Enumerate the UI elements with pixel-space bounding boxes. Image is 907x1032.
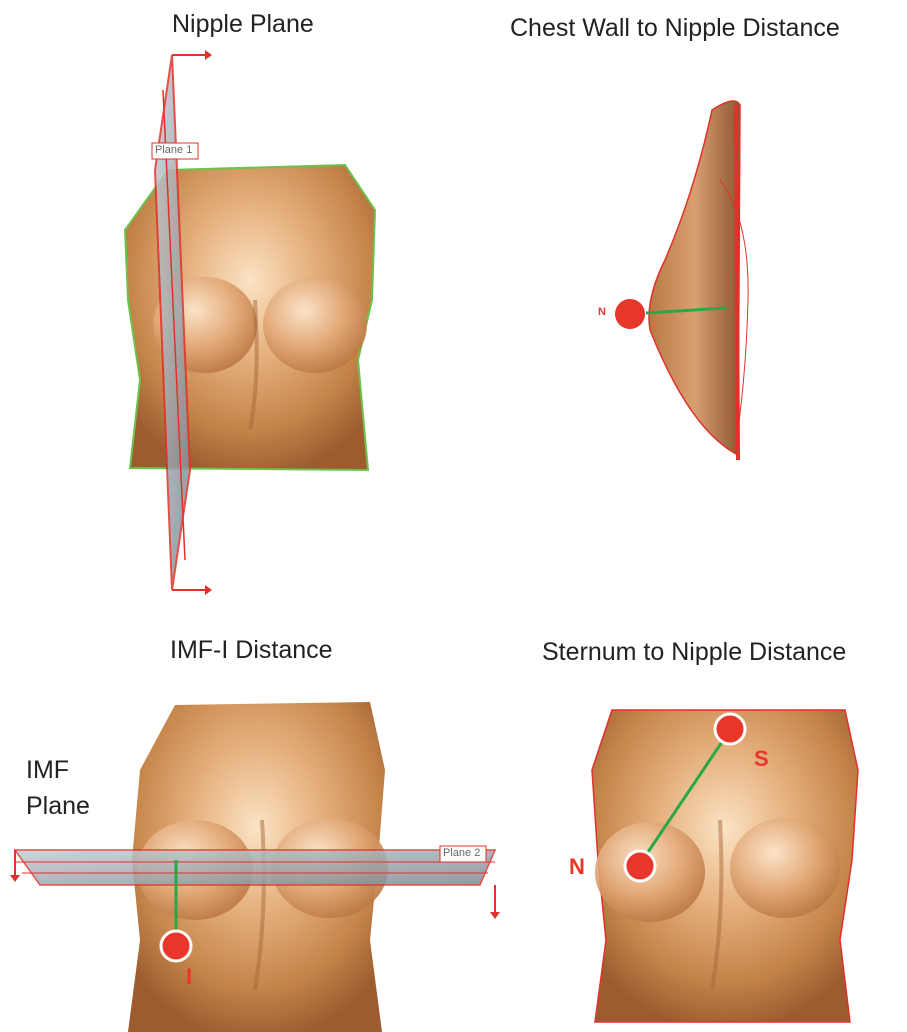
chest-wall-panel: Chest Wall to Nipple Distance N	[450, 0, 907, 610]
sternum-nipple-panel: Sternum to Nipple Distance S N	[540, 610, 907, 1032]
nipple-plane-figure	[0, 0, 450, 610]
nipple-plane-panel: Nipple Plane Plane 1	[0, 0, 450, 610]
plane-1-label: Plane 1	[155, 144, 192, 156]
sternum-panel-nipple-marker-label: N	[569, 854, 585, 880]
chest-wall-figure	[450, 0, 907, 610]
imf-i-panel: IMF-I Distance IMF Plane Plane 2 I	[0, 610, 540, 1032]
chest-wall-nipple-marker-label: N	[598, 306, 606, 318]
imf-i-point-label: I	[186, 964, 192, 990]
sternum-marker-label: S	[754, 746, 769, 772]
sternum-nipple-figure	[540, 610, 907, 1032]
imf-i-figure	[0, 610, 540, 1032]
plane-2-label: Plane 2	[443, 847, 480, 859]
